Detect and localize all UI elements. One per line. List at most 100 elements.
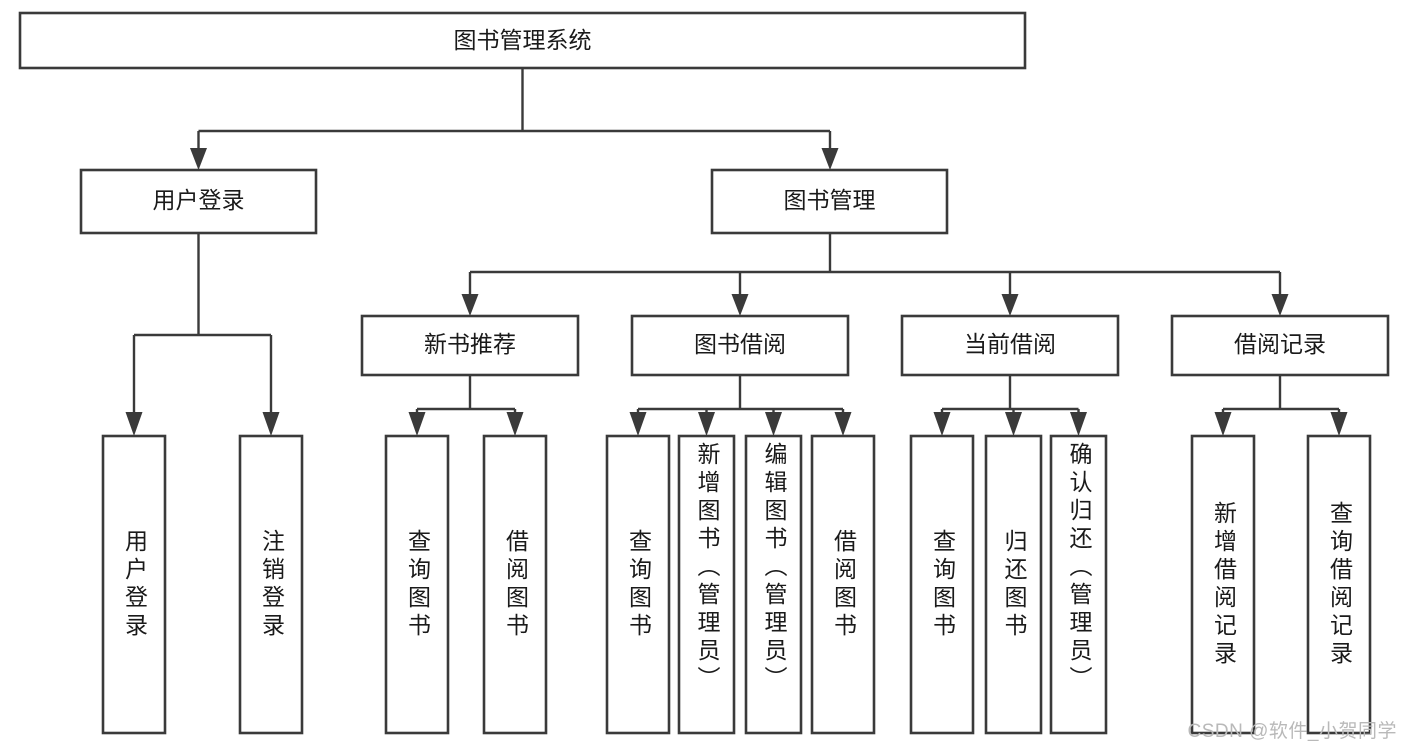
- node-leaf-return-book-box[interactable]: [984, 434, 1043, 735]
- node-current-borrow[interactable]: 当前借阅: [900, 314, 1120, 377]
- node-leaf-borrow-book-2-box[interactable]: [810, 434, 876, 735]
- node-book-borrow-label: 图书借阅: [694, 331, 786, 357]
- node-book-manage-box[interactable]: [710, 168, 949, 235]
- leaf-label-wrap-query-book-3: 查询图书: [929, 528, 956, 641]
- arrowhead-book-borrow: [731, 294, 749, 316]
- leaf-label-wrap-borrow-book-1: 借阅图书: [502, 528, 529, 641]
- arrowhead-current-borrow: [1001, 294, 1019, 316]
- node-user-login-box[interactable]: [79, 168, 318, 235]
- node-book-borrow[interactable]: 图书借阅: [630, 314, 850, 377]
- node-user-login-label: 用户登录: [153, 187, 245, 213]
- node-leaf-edit-book[interactable]: [744, 434, 803, 735]
- node-leaf-add-book[interactable]: [677, 434, 736, 735]
- arrowhead-user-login: [190, 148, 207, 170]
- node-current-borrow-label: 当前借阅: [964, 331, 1056, 357]
- node-borrow-record[interactable]: 借阅记录: [1170, 314, 1390, 377]
- arrowhead-borrow-record: [1271, 294, 1289, 316]
- arrowhead-leaf-query-book-3: [933, 412, 951, 436]
- leaf-label-wrap-user-login: 用户登录: [121, 528, 148, 641]
- node-leaf-confirm-return[interactable]: [1049, 434, 1108, 735]
- edge-currentborrow-to-leaves-bus: [940, 375, 1080, 414]
- node-leaf-add-record[interactable]: [1190, 434, 1256, 735]
- node-leaf-query-record-box[interactable]: [1306, 434, 1372, 735]
- node-book-manage-label: 图书管理: [784, 187, 876, 213]
- node-current-borrow-box[interactable]: [900, 314, 1120, 377]
- node-leaf-add-book-box[interactable]: [677, 434, 736, 735]
- node-borrow-record-box[interactable]: [1170, 314, 1390, 377]
- node-leaf-query-book-3[interactable]: [909, 434, 975, 735]
- node-leaf-query-record-label: 查询借阅记录: [1326, 500, 1353, 669]
- arrowhead-leaf-user-logout: [262, 412, 280, 436]
- node-new-book-rec-label: 新书推荐: [424, 331, 516, 357]
- node-root[interactable]: 图书管理系统: [18, 11, 1027, 70]
- node-leaf-add-record-box[interactable]: [1190, 434, 1256, 735]
- node-user-login[interactable]: 用户登录: [79, 168, 318, 235]
- leaf-label-wrap-return-book: 归还图书: [1001, 528, 1027, 641]
- node-leaf-edit-book-box[interactable]: [744, 434, 803, 735]
- node-leaf-query-book-2-box[interactable]: [605, 434, 671, 735]
- node-leaf-borrow-book-1-label: 借阅图书: [502, 528, 529, 641]
- node-book-manage[interactable]: 图书管理: [710, 168, 949, 235]
- arrowhead-leaf-edit-book: [765, 412, 782, 436]
- node-leaf-user-logout-label: 注销登录: [258, 528, 285, 641]
- arrowhead-new-book-rec: [461, 294, 479, 316]
- leaf-label-wrap-confirm-return: 确认归还（管理员）: [1066, 442, 1092, 694]
- arrowhead-leaf-confirm-return: [1070, 412, 1087, 436]
- arrowhead-book-manage: [821, 148, 839, 170]
- node-leaf-query-book-1-box[interactable]: [384, 434, 450, 735]
- node-leaf-query-book-3-box[interactable]: [909, 434, 975, 735]
- arrowhead-leaf-query-record: [1330, 412, 1348, 436]
- node-leaf-user-login-box[interactable]: [101, 434, 167, 735]
- arrowhead-leaf-query-book-2: [629, 412, 647, 436]
- node-leaf-query-book-3-label: 查询图书: [929, 528, 956, 641]
- edge-root-to-level2-bus: [197, 68, 832, 150]
- node-leaf-user-login-label: 用户登录: [121, 528, 148, 641]
- arrowhead-leaf-query-book-1: [408, 412, 426, 436]
- node-leaf-return-book[interactable]: [984, 434, 1043, 735]
- arrowhead-leaf-return-book: [1005, 412, 1022, 436]
- connector-layer: [125, 68, 1348, 436]
- leaf-label-wrap-query-book-1: 查询图书: [404, 528, 431, 641]
- arrowhead-leaf-add-book: [698, 412, 715, 436]
- node-leaf-borrow-book-2-label: 借阅图书: [830, 528, 857, 641]
- leaf-label-wrap-user-logout: 注销登录: [258, 528, 285, 641]
- node-leaf-query-book-2[interactable]: [605, 434, 671, 735]
- node-new-book-rec-box[interactable]: [360, 314, 580, 377]
- leaf-label-wrap-edit-book: 编辑图书（管理员）: [761, 442, 787, 694]
- edge-bookmanage-to-level3-bus: [468, 233, 1282, 296]
- node-leaf-user-logout-box[interactable]: [238, 434, 304, 735]
- node-leaf-add-record-label: 新增借阅记录: [1210, 500, 1237, 669]
- leaf-label-wrap-add-book: 新增图书（管理员）: [694, 442, 720, 694]
- node-leaf-query-book-1-label: 查询图书: [404, 528, 431, 641]
- node-leaf-borrow-book-1[interactable]: [482, 434, 548, 735]
- node-leaf-confirm-return-label: 确认归还（管理员）: [1066, 442, 1092, 694]
- node-borrow-record-label: 借阅记录: [1234, 331, 1326, 357]
- arrowhead-leaf-borrow-book-1: [506, 412, 524, 436]
- edge-bookborrow-to-leaves-bus: [636, 375, 845, 414]
- node-leaf-borrow-book-2[interactable]: [810, 434, 876, 735]
- node-new-book-rec[interactable]: 新书推荐: [360, 314, 580, 377]
- edge-borrowrecord-to-leaves-bus: [1221, 375, 1341, 414]
- leaf-label-wrap-query-record: 查询借阅记录: [1326, 500, 1353, 669]
- arrowhead-leaf-borrow-book-2: [834, 412, 852, 436]
- arrowhead-leaf-user-login: [125, 412, 143, 436]
- node-leaf-edit-book-label: 编辑图书（管理员）: [761, 442, 787, 694]
- node-leaf-query-book-1[interactable]: [384, 434, 450, 735]
- node-root-box[interactable]: [18, 11, 1027, 70]
- node-book-borrow-box[interactable]: [630, 314, 850, 377]
- leaf-label-wrap-query-book-2: 查询图书: [625, 528, 652, 641]
- node-leaf-borrow-book-1-box[interactable]: [482, 434, 548, 735]
- node-leaf-add-book-label: 新增图书（管理员）: [694, 442, 720, 694]
- node-leaf-user-logout[interactable]: [238, 434, 304, 735]
- node-leaf-query-record[interactable]: [1306, 434, 1372, 735]
- edge-userlogin-to-leaves-bus: [132, 233, 273, 414]
- node-leaf-user-login[interactable]: [101, 434, 167, 735]
- edge-newbookrec-to-leaves-bus: [415, 375, 517, 414]
- node-root-label: 图书管理系统: [454, 27, 592, 53]
- node-leaf-confirm-return-box[interactable]: [1049, 434, 1108, 735]
- arrowhead-leaf-add-record: [1214, 412, 1232, 436]
- node-leaf-query-book-2-label: 查询图书: [625, 528, 652, 641]
- node-leaf-return-book-label: 归还图书: [1001, 528, 1027, 641]
